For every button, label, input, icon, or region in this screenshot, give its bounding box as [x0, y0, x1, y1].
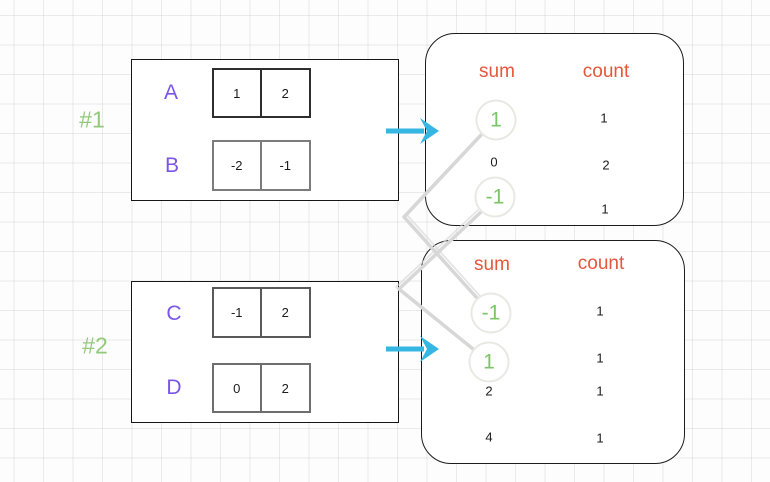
- array-b-cells: -2 -1: [211, 140, 311, 191]
- array-a-name: A: [163, 81, 179, 104]
- table1-sum-1-highlight: 1: [475, 99, 517, 141]
- table1-count-3: 1: [601, 201, 609, 217]
- table2-sum-4: 4: [485, 429, 493, 445]
- group1-label: #1: [79, 106, 105, 133]
- table1-count-1: 1: [600, 110, 608, 126]
- array-d-name: D: [166, 376, 182, 399]
- array-b-name: B: [164, 154, 180, 177]
- table2-sum-header: sum: [474, 254, 510, 275]
- array-a-cell-1: 2: [260, 68, 311, 118]
- table1-sum-0: 0: [490, 154, 498, 170]
- array-b-cell-1: -1: [260, 140, 311, 191]
- array-d-cell-1: 2: [260, 363, 311, 413]
- array-a-cells: 1 2: [211, 68, 311, 118]
- table1-count-header: count: [582, 61, 630, 82]
- array-c-cell-1: 2: [260, 287, 311, 338]
- table2-count-4: 1: [596, 430, 604, 446]
- array-b-cell-0: -2: [211, 140, 262, 191]
- group2-label: #2: [82, 332, 108, 359]
- table2-count-header: count: [577, 253, 625, 274]
- table2-count-2: 1: [596, 350, 604, 366]
- group2-box: C -1 2 D 0 2: [131, 281, 399, 423]
- table2-sum-1-highlight: 1: [468, 341, 510, 383]
- array-d-cells: 0 2: [211, 363, 311, 413]
- table2-count-3: 1: [596, 383, 604, 399]
- table1-count-2: 2: [602, 157, 610, 173]
- table2-sum-2: 2: [485, 383, 493, 399]
- table1-sum-header: sum: [479, 61, 515, 82]
- table2-count-1: 1: [596, 303, 604, 319]
- array-c-cells: -1 2: [211, 287, 311, 338]
- sumcount-table-2: [421, 240, 685, 464]
- table1-sum-neg1-highlight: -1: [474, 176, 516, 218]
- array-c-name: C: [166, 302, 182, 325]
- array-a-cell-0: 1: [211, 68, 262, 118]
- array-d-cell-0: 0: [211, 363, 262, 413]
- sumcount-table-1: [425, 33, 684, 226]
- table2-sum-neg1-highlight: -1: [470, 292, 512, 334]
- group1-box: A 1 2 B -2 -1: [131, 59, 399, 201]
- array-c-cell-0: -1: [211, 287, 262, 338]
